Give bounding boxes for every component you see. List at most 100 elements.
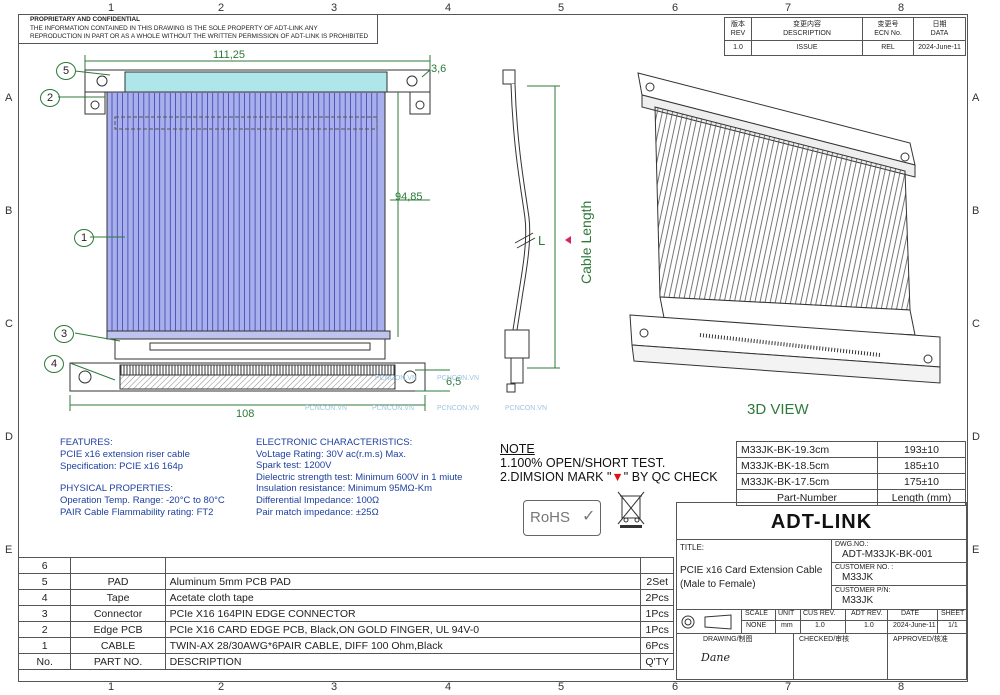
electronic-line: Differential Impedance: 100Ω xyxy=(256,494,380,506)
zone-col-8-bottom: 8 xyxy=(898,681,905,693)
zone-col-1: 1 xyxy=(108,2,115,14)
bom-head-part: PART NO. xyxy=(70,653,166,670)
bom-desc: PCIe X16 CARD EDGE PCB, Black,ON GOLD FI… xyxy=(164,621,642,638)
balloon-2: 2 xyxy=(40,89,60,107)
physical-line: PAIR Cable Flammability rating: FT2 xyxy=(60,507,214,518)
length-value: 175±10 xyxy=(877,473,966,490)
bom-desc: Acetate cloth tape xyxy=(164,589,642,606)
bom-qty: 1Pcs xyxy=(640,621,674,638)
meta-value: 1.0 xyxy=(864,622,874,629)
watermark: PCNCON.VN xyxy=(375,375,418,382)
dim-corner: 3,6 xyxy=(431,63,447,75)
dim-width-bottom: 108 xyxy=(236,408,255,420)
electronic-title: ELECTRONIC CHARACTERISTICS: xyxy=(256,437,413,448)
note-line-1: 1.100% OPEN/SHORT TEST. xyxy=(500,456,666,470)
notice-title: PROPRIETARY AND CONFIDENTIAL xyxy=(30,16,141,23)
zone-row-c-right: C xyxy=(972,318,980,330)
bom-no: 1 xyxy=(17,637,72,654)
balloon-3: 3 xyxy=(54,325,74,343)
watermark: PCNCON.VN xyxy=(305,405,348,412)
rev-head-en-3: DATA xyxy=(930,30,949,37)
bom-part: Connector xyxy=(70,605,166,622)
dim-l: L xyxy=(538,233,546,248)
zone-col-4: 4 xyxy=(445,2,452,14)
features-block: FEATURES: PCIE x16 extension riser cable… xyxy=(60,437,190,473)
balloon-1: 1 xyxy=(74,229,94,247)
zone-col-6: 6 xyxy=(672,2,679,14)
rev-description: ISSUE xyxy=(752,41,863,55)
zone-col-1-bottom: 1 xyxy=(108,681,115,693)
zone-col-3: 3 xyxy=(331,2,338,14)
zone-row-c: C xyxy=(5,318,13,330)
dim-pad: 6,5 xyxy=(446,376,462,388)
customer-no-label: CUSTOMER NO. : xyxy=(835,564,894,571)
checked-label: CHECKED/审核 xyxy=(799,636,850,643)
dim-width-top: 111,25 xyxy=(213,49,246,61)
zone-col-2-bottom: 2 xyxy=(218,681,225,693)
3d-view-label: 3D VIEW xyxy=(747,401,809,418)
bom-no: 2 xyxy=(17,621,72,638)
meta-head: UNIT xyxy=(778,610,795,617)
bom-qty: 1Pcs xyxy=(640,605,674,622)
note-title: NOTE xyxy=(500,442,535,456)
notice-line-2: REPRODUCTION IN PART OR AS A WHOLE WITHO… xyxy=(30,33,369,40)
bom-head-desc: DESCRIPTION xyxy=(164,653,642,670)
zone-row-e: E xyxy=(5,544,13,556)
cable-length-label: Cable Length xyxy=(578,200,594,284)
customer-no: M33JK xyxy=(842,572,874,583)
bom-desc: TWIN-AX 28/30AWG*6PAIR CABLE, DIFF 100 O… xyxy=(164,637,642,654)
table-row: 6 xyxy=(17,557,674,574)
bom-desc xyxy=(164,557,642,574)
bom-qty xyxy=(640,557,674,574)
bom-part: Tape xyxy=(70,589,166,606)
zone-row-b-right: B xyxy=(972,205,980,217)
company-logo: ADT-LINK xyxy=(770,511,873,533)
meta-value: 1.0 xyxy=(815,622,825,629)
drawing-frame xyxy=(18,14,968,682)
note-block: NOTE 1.100% OPEN/SHORT TEST. 2.DIMSION M… xyxy=(500,442,718,484)
projection-symbol-icon xyxy=(681,614,732,630)
confidential-notice: PROPRIETARY AND CONFIDENTIAL THE INFORMA… xyxy=(18,14,378,44)
rev-head-cn-1: 变更内容 xyxy=(793,21,821,28)
approved-label: APPROVED/核准 xyxy=(893,636,948,643)
length-head-part: Part-Number xyxy=(736,489,878,506)
signature: Dane xyxy=(701,651,730,664)
zone-col-8: 8 xyxy=(898,2,905,14)
note-line-2: 2.DIMSION MARK "▼" BY QC CHECK xyxy=(500,470,718,484)
length-head-length: Length (mm) xyxy=(877,489,966,506)
meta-head: ADT REV. xyxy=(851,610,883,617)
cable-lines xyxy=(111,93,378,331)
rev-ecn: REL xyxy=(863,41,914,55)
customer-pn: M33JK xyxy=(842,595,874,606)
watermark: PCNCON.VN xyxy=(372,405,415,412)
balloon-5: 5 xyxy=(56,62,76,80)
rev-head-cn-0: 版本 xyxy=(731,21,745,28)
electronic-line: Dielectric strength test: Minimum 600V i… xyxy=(256,471,463,483)
rev-value: 1.0 xyxy=(725,41,752,55)
meta-head: SCALE xyxy=(745,610,768,617)
zone-col-2: 2 xyxy=(218,2,225,14)
rev-date: 2024-June-11 xyxy=(918,44,961,51)
electronic-block: ELECTRONIC CHARACTERISTICS: VoLtage Rati… xyxy=(256,437,462,518)
meta-value: NONE xyxy=(746,622,767,629)
length-part: M33JK-BK-18.5cm xyxy=(736,457,878,474)
bom-desc: PCIe X16 164PIN EDGE CONNECTOR xyxy=(164,605,642,622)
rohs-text: RoHS xyxy=(530,509,571,526)
rev-head-en-1: DESCRIPTION xyxy=(783,30,831,37)
title-block: ADT-LINK TITLE: PCIE x16 Card Extension … xyxy=(676,502,967,680)
rev-head-cn-2: 变更号 xyxy=(877,21,899,28)
3d-view-drawing xyxy=(629,72,941,384)
meta-head: DATE xyxy=(901,610,920,617)
side-view-drawing xyxy=(502,69,571,393)
notice-line-1: THE INFORMATION CONTAINED IN THIS DRAWIN… xyxy=(30,24,318,32)
drawing-label: DRAWING/制图 xyxy=(703,636,753,643)
balloon-4: 4 xyxy=(44,355,64,373)
